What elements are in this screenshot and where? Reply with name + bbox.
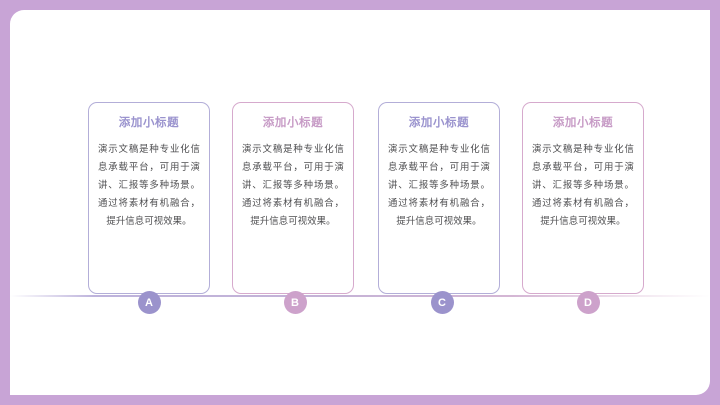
badge-d[interactable]: D	[576, 291, 600, 314]
timeline-connector-line	[10, 295, 710, 297]
card-c[interactable]: 添加小标题 演示文稿是种专业化信息承载平台，可用于演讲、汇报等多种场景。通过将素…	[378, 102, 500, 294]
card-b-title: 添加小标题	[262, 117, 324, 129]
card-a[interactable]: 添加小标题 演示文稿是种专业化信息承载平台，可用于演讲、汇报等多种场景。通过将素…	[88, 102, 210, 294]
slide-canvas: 添加小标题 演示文稿是种专业化信息承载平台，可用于演讲、汇报等多种场景。通过将素…	[10, 10, 710, 395]
card-a-title: 添加小标题	[118, 117, 180, 129]
badge-a[interactable]: A	[137, 291, 161, 314]
badge-c[interactable]: C	[430, 291, 454, 314]
card-c-body: 演示文稿是种专业化信息承载平台，可用于演讲、汇报等多种场景。通过将素材有机融合，…	[388, 142, 490, 226]
card-b-body: 演示文稿是种专业化信息承载平台，可用于演讲、汇报等多种场景。通过将素材有机融合，…	[242, 142, 344, 226]
cards-row: 添加小标题 演示文稿是种专业化信息承载平台，可用于演讲、汇报等多种场景。通过将素…	[10, 10, 710, 395]
badge-b[interactable]: B	[283, 291, 307, 314]
card-a-body: 演示文稿是种专业化信息承载平台，可用于演讲、汇报等多种场景。通过将素材有机融合，…	[98, 142, 200, 226]
card-d-title: 添加小标题	[552, 117, 614, 129]
card-d[interactable]: 添加小标题 演示文稿是种专业化信息承载平台，可用于演讲、汇报等多种场景。通过将素…	[522, 102, 644, 294]
card-d-body: 演示文稿是种专业化信息承载平台，可用于演讲、汇报等多种场景。通过将素材有机融合，…	[532, 142, 634, 226]
card-c-title: 添加小标题	[408, 117, 470, 129]
card-b[interactable]: 添加小标题 演示文稿是种专业化信息承载平台，可用于演讲、汇报等多种场景。通过将素…	[232, 102, 354, 294]
